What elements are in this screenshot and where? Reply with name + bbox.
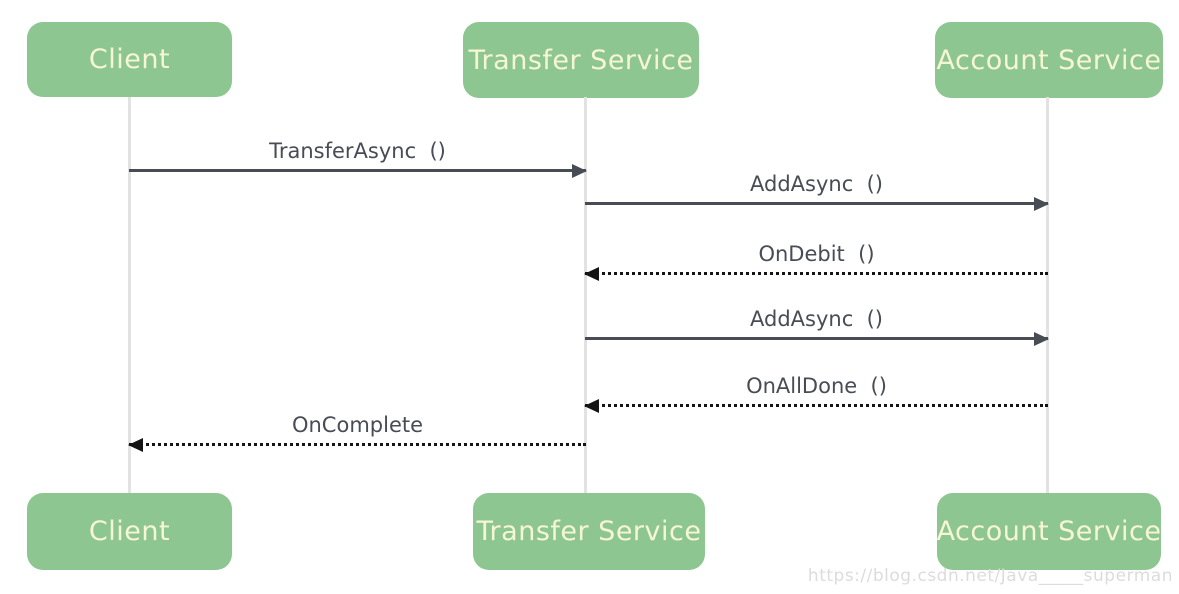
arrowhead-right-icon bbox=[1034, 197, 1049, 211]
lifeline-client bbox=[128, 97, 131, 493]
message-label: OnDebit () bbox=[758, 242, 875, 266]
lifeline-account-service bbox=[1046, 97, 1049, 493]
actor-label-client: Client bbox=[88, 44, 171, 75]
actor-box-account-service-bottom: Account Service bbox=[937, 493, 1161, 570]
message-addasync-2: AddAsync () bbox=[585, 303, 1049, 346]
message-line-solid bbox=[129, 169, 586, 172]
message-line-solid bbox=[585, 202, 1048, 205]
actor-label-client: Client bbox=[88, 516, 171, 547]
arrowhead-left-icon bbox=[584, 267, 599, 281]
arrowhead-left-icon bbox=[584, 399, 599, 413]
lifeline-transfer-service bbox=[584, 97, 587, 493]
arrowhead-right-icon bbox=[572, 164, 587, 178]
arrowhead-left-icon bbox=[128, 438, 143, 452]
message-line-dotted bbox=[129, 443, 586, 446]
actor-label-transfer-service: Transfer Service bbox=[476, 516, 702, 547]
message-label: AddAsync () bbox=[750, 307, 883, 331]
actor-box-client-bottom: Client bbox=[27, 493, 232, 570]
actor-label-account-service: Account Service bbox=[936, 44, 1162, 76]
actor-label-account-service: Account Service bbox=[936, 516, 1162, 547]
message-label: OnAllDone () bbox=[746, 374, 887, 398]
message-transferasync: TransferAsync () bbox=[129, 135, 587, 178]
message-line-solid bbox=[585, 337, 1048, 340]
actor-box-client-top: Client bbox=[27, 22, 232, 97]
actor-label-transfer-service: Transfer Service bbox=[468, 44, 694, 76]
actor-box-account-service-top: Account Service bbox=[935, 22, 1163, 98]
message-onalldone: OnAllDone () bbox=[584, 370, 1048, 413]
message-label: TransferAsync () bbox=[269, 139, 446, 163]
message-label: OnComplete bbox=[291, 413, 424, 437]
watermark: https://blog.csdn.net/Java_____superman bbox=[807, 566, 1173, 586]
message-line-dotted bbox=[585, 404, 1048, 407]
message-addasync-1: AddAsync () bbox=[585, 168, 1049, 211]
message-oncomplete: OnComplete bbox=[128, 409, 586, 452]
actor-box-transfer-service-top: Transfer Service bbox=[463, 22, 699, 98]
arrowhead-right-icon bbox=[1034, 332, 1049, 346]
message-label: AddAsync () bbox=[750, 172, 883, 196]
message-ondebit: OnDebit () bbox=[584, 238, 1048, 281]
actor-box-transfer-service-bottom: Transfer Service bbox=[473, 493, 705, 570]
message-line-dotted bbox=[585, 272, 1048, 275]
